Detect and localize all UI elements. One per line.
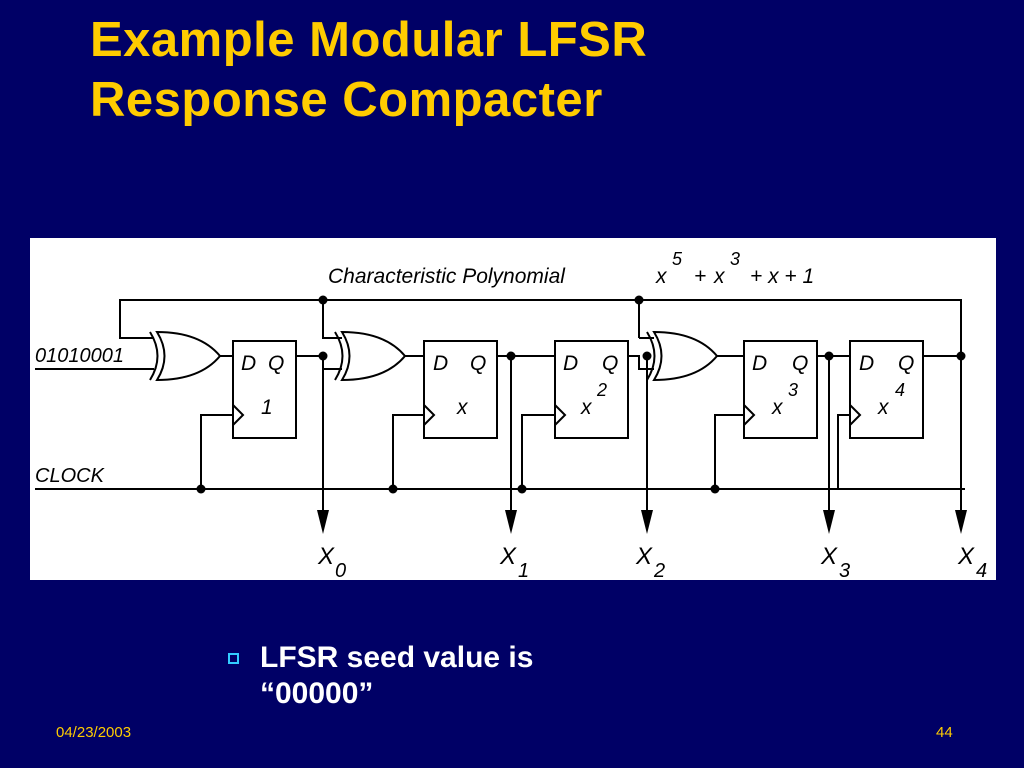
ff4-q: Q bbox=[792, 352, 808, 375]
title-line-1: Example Modular LFSR bbox=[90, 13, 648, 67]
poly-exp3: 3 bbox=[730, 249, 740, 269]
output-x1-sub: 1 bbox=[518, 560, 529, 580]
flip-flop-3 bbox=[554, 340, 629, 439]
ff5-q: Q bbox=[898, 352, 914, 375]
ff2-q: Q bbox=[470, 352, 486, 375]
output-x4-sub: 4 bbox=[976, 560, 987, 580]
output-x1-base: X bbox=[499, 543, 517, 570]
xor-gates bbox=[149, 330, 719, 382]
flip-flop-2 bbox=[423, 340, 498, 439]
xor-gate-1 bbox=[149, 330, 222, 382]
ff3-q: Q bbox=[602, 352, 618, 375]
wiring bbox=[35, 299, 965, 513]
output-x2-base: X bbox=[635, 543, 653, 570]
output-x0-sub: 0 bbox=[335, 560, 346, 580]
ff4-d: D bbox=[752, 352, 767, 375]
page-number: 44 bbox=[936, 724, 953, 741]
input-bitstream: 01010001 bbox=[35, 345, 124, 367]
flip-flop-4 bbox=[743, 340, 818, 439]
lfsr-diagram: Characteristic Polynomial x 5 + x 3 + x … bbox=[30, 238, 996, 580]
poly-x5-base: x bbox=[655, 265, 668, 288]
poly-exp5: 5 bbox=[672, 249, 683, 269]
slide-title: Example Modular LFSR Response Compacter bbox=[90, 10, 990, 130]
ff5-d: D bbox=[859, 352, 874, 375]
clock-triangles bbox=[232, 404, 862, 426]
ff3-label-base: x bbox=[580, 396, 593, 419]
poly-rest: + x + 1 bbox=[750, 265, 814, 288]
output-x3-sub: 3 bbox=[839, 560, 850, 580]
footer-date: 04/23/2003 bbox=[56, 724, 132, 741]
ff1-q: Q bbox=[268, 352, 284, 375]
flip-flop-1 bbox=[232, 340, 297, 439]
xor-gate-2 bbox=[334, 330, 407, 382]
bullet-text: LFSR seed value is “00000” bbox=[260, 640, 720, 712]
flip-flop-5 bbox=[849, 340, 924, 439]
ff4-label-base: x bbox=[771, 396, 784, 419]
ff2-label: x bbox=[456, 396, 469, 419]
output-x4-base: X bbox=[957, 543, 975, 570]
ff3-label-exp: 2 bbox=[596, 380, 607, 400]
ff5-label-base: x bbox=[877, 396, 890, 419]
polynomial-heading: Characteristic Polynomial bbox=[328, 265, 566, 288]
ff1-d: D bbox=[241, 352, 256, 375]
clock-label: CLOCK bbox=[35, 465, 106, 487]
ff2-d: D bbox=[433, 352, 448, 375]
bullet-square-icon bbox=[228, 653, 239, 664]
bullet-line-1: LFSR seed value is bbox=[260, 641, 534, 674]
output-x0-base: X bbox=[317, 543, 335, 570]
xor-gate-3 bbox=[646, 330, 719, 382]
title-line-2: Response Compacter bbox=[90, 73, 603, 127]
flip-flop-boxes bbox=[232, 340, 924, 439]
junction-dots bbox=[196, 295, 966, 494]
ff5-label-exp: 4 bbox=[895, 380, 905, 400]
output-x2-sub: 2 bbox=[653, 560, 665, 580]
output-arrows bbox=[317, 510, 967, 534]
poly-plus-1: + bbox=[694, 265, 706, 288]
ff4-label-exp: 3 bbox=[788, 380, 798, 400]
ff3-d: D bbox=[563, 352, 578, 375]
bullet-line-2: “00000” bbox=[260, 677, 374, 710]
poly-x3-base: x bbox=[713, 265, 726, 288]
output-x3-base: X bbox=[820, 543, 838, 570]
lfsr-circuit-svg: Characteristic Polynomial x 5 + x 3 + x … bbox=[35, 249, 987, 580]
ff1-label: 1 bbox=[261, 396, 273, 419]
